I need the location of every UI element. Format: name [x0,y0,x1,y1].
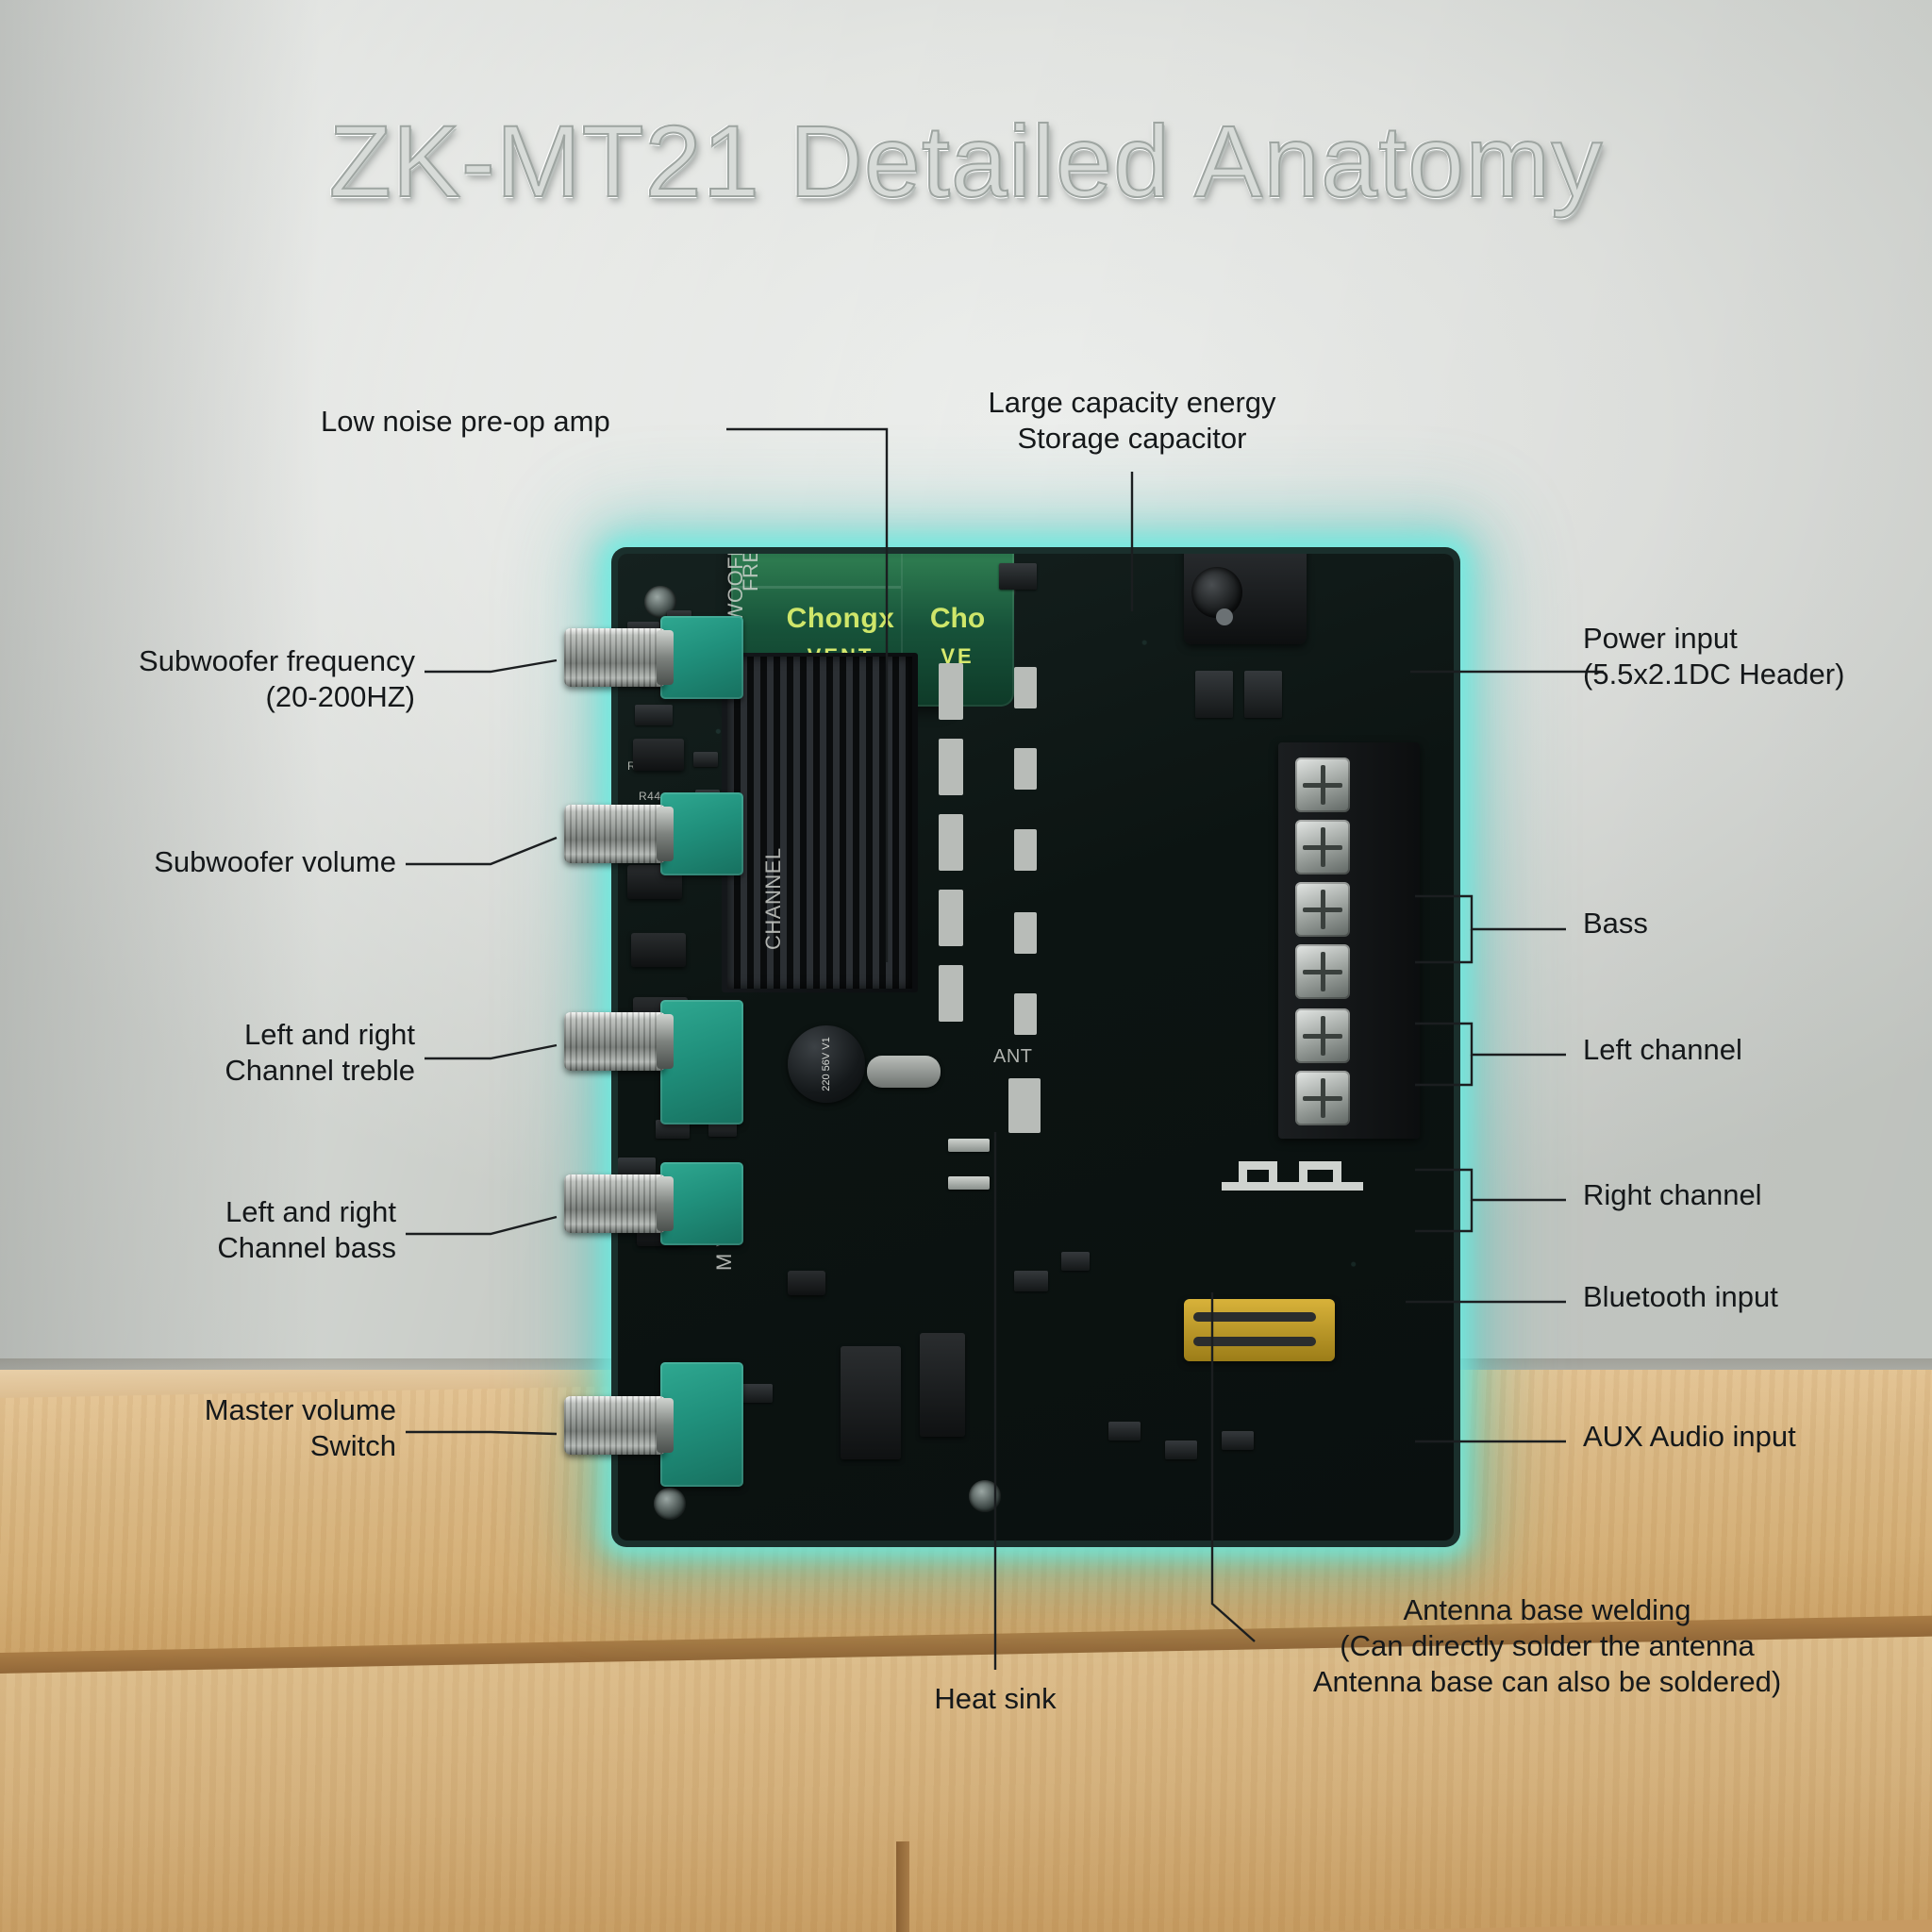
label-bass: Bass [1583,907,1648,940]
smd-cap [1165,1441,1197,1459]
knob-subwoofer-volume[interactable] [564,805,674,863]
dc-jack-hole [1191,567,1242,625]
heat-sink [722,653,918,992]
label-subwoofer-volume: Subwoofer volume [154,845,396,878]
label-aux-audio-input: AUX Audio input [1583,1420,1796,1453]
mounting-hole [969,1480,1001,1512]
solder-pad [939,663,963,720]
bluetooth-module-ic [841,1346,901,1459]
dc-power-jack[interactable] [1184,554,1307,644]
label-channel-treble: Left and right Channel treble [225,1018,415,1087]
terminal-screw[interactable] [1295,758,1350,812]
label-channel-bass: Left and right Channel bass [217,1195,396,1264]
label-antenna-base: Antenna base welding (Can directly solde… [1312,1593,1782,1698]
crystal-oscillator [867,1056,941,1088]
knob-subwoofer-frequency[interactable] [564,628,674,687]
smd-cap [1108,1422,1141,1441]
shelf-panel-gap [896,1840,909,1932]
solder-pad [939,890,963,946]
knob-ridges [564,805,666,863]
antenna-trace-segment [1239,1161,1276,1170]
smd-diode [1195,671,1233,718]
smd-cap [999,563,1037,590]
knob-channel-treble[interactable] [564,1012,674,1071]
solder-pad [939,739,963,795]
aux-jack-band [1193,1312,1316,1322]
smd-cap [1014,1271,1048,1291]
silk-ref: R44 [639,790,661,803]
smd-inductor [948,1176,990,1190]
cap-brand-2: Cho [929,603,986,634]
output-capacitor: 220 56V V1 [788,1025,865,1103]
label-heat-sink: Heat sink [934,1682,1057,1715]
silk-label-ant: ANT [993,1046,1033,1067]
terminal-screw[interactable] [1295,882,1350,937]
dc-jack-pin [1216,608,1233,625]
smd-inductor [948,1139,990,1152]
page-title: ZK-MT21 Detailed Anatomy [328,103,1604,219]
label-pre-op-amp: Low noise pre-op amp [321,405,610,438]
wall-shadow [0,0,321,1415]
smd-cap [741,1384,773,1403]
knob-ridges [564,1174,666,1233]
smd-ic [788,1271,825,1295]
silk-label-channel: CHANNEL [761,847,785,950]
cap-marking: 220 56V V1 [820,1037,832,1091]
antenna-solder-pad[interactable] [1008,1078,1041,1133]
label-left-channel: Left channel [1583,1033,1742,1066]
pot-channel-treble[interactable] [660,1000,743,1124]
smd-cap [1061,1252,1090,1271]
mounting-hole [654,1488,686,1520]
terminal-screw[interactable] [1295,1008,1350,1063]
terminal-screw[interactable] [1295,944,1350,999]
antenna-trace-segment [1269,1161,1277,1186]
smd-diode [1244,671,1282,718]
op-amp-ic [633,739,684,771]
smd-cap [1222,1431,1254,1450]
label-storage-capacitor: Large capacity energy Storage capacitor [988,386,1276,455]
knob-ridges [564,628,666,687]
regulator-ic [920,1333,965,1437]
solder-pad [939,814,963,871]
smd-resistor [635,705,673,725]
knob-ridges [564,1396,666,1455]
solder-pad [1014,748,1037,790]
solder-pad [1014,829,1037,871]
heat-sink-fins [727,657,912,989]
solder-pad [939,965,963,1022]
label-master-volume: Master volume Switch [204,1393,396,1462]
bluetooth-antenna-trace [1222,1158,1363,1212]
antenna-trace-segment [1239,1161,1247,1186]
pot-channel-bass[interactable] [660,1162,743,1245]
knob-channel-bass[interactable] [564,1174,674,1233]
terminal-screw[interactable] [1295,1071,1350,1125]
solder-pad [1014,912,1037,954]
speaker-terminal-block[interactable] [1278,742,1420,1139]
aux-jack-band [1193,1337,1316,1346]
label-right-channel: Right channel [1583,1178,1762,1211]
antenna-trace-segment [1222,1182,1363,1191]
op-amp-ic [631,933,686,967]
antenna-trace-segment [1299,1161,1307,1190]
antenna-trace-segment [1299,1161,1341,1170]
pot-master-volume[interactable] [660,1362,743,1487]
label-subwoofer-frequency: Subwoofer frequency (20-200HZ) [139,644,415,713]
smd-cap [656,1120,690,1139]
label-power-input: Power input (5.5x2.1DC Header) [1583,622,1845,691]
smd-cap [618,1158,656,1178]
terminal-screw[interactable] [1295,820,1350,874]
knob-ridges [564,1012,666,1071]
solder-pad [1014,993,1037,1035]
knob-master-volume[interactable] [564,1396,674,1455]
smd-cap [693,752,718,767]
antenna-trace-segment [1333,1161,1341,1190]
aux-audio-jack[interactable] [1184,1299,1335,1361]
solder-pad [1014,667,1037,708]
label-bluetooth-input: Bluetooth input [1583,1280,1778,1313]
